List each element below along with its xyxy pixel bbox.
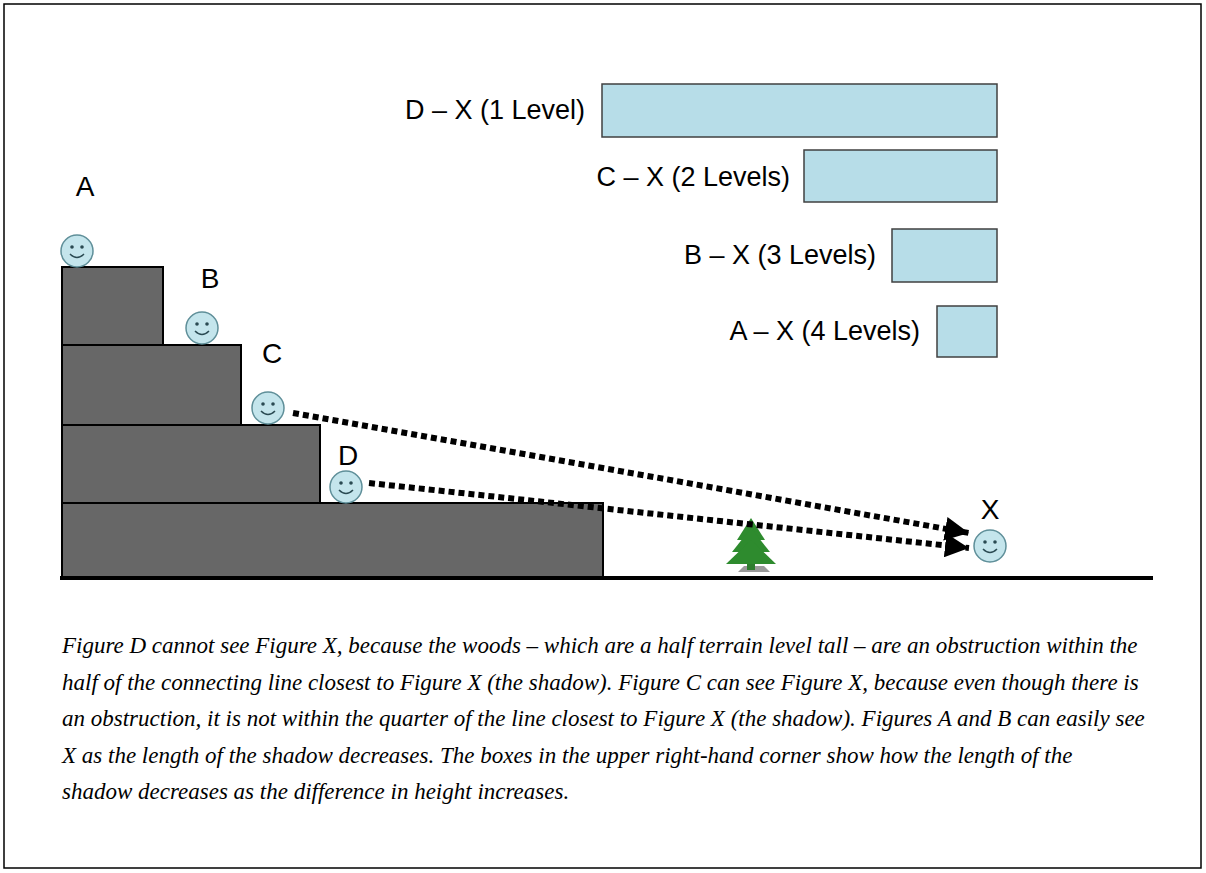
smiley-eye: [271, 402, 275, 406]
smiley-mouth: [261, 411, 275, 415]
level-label: A – X (4 Levels): [729, 315, 920, 347]
level-label: B – X (3 Levels): [684, 239, 876, 271]
terrain-level: [62, 267, 163, 345]
terrain-level: [62, 345, 241, 425]
figure-marker: D: [326, 440, 368, 504]
figure-letter: C: [252, 338, 292, 370]
shadow-bar: [804, 150, 997, 202]
smiley-face: [61, 235, 93, 267]
smiley-eye: [205, 322, 209, 326]
figure-letter: A: [65, 171, 105, 203]
terrain-level: [62, 425, 320, 503]
ground-line: [60, 576, 1153, 580]
smiley-eye: [983, 540, 987, 544]
smiley-mouth: [70, 254, 84, 258]
smiley-face: [974, 530, 1006, 562]
figure-letter: D: [328, 440, 368, 472]
shadow-bar: [602, 84, 997, 137]
frame-border: [4, 4, 1201, 868]
smiley-face: [186, 312, 218, 344]
figure-caption: Figure D cannot see Figure X, because th…: [62, 628, 1147, 811]
shadow-bar: [937, 306, 997, 357]
sight-line: [369, 483, 969, 548]
smiley-eye: [80, 245, 84, 249]
shadow-bar: [892, 229, 997, 282]
smiley-eye: [195, 322, 199, 326]
level-label: D – X (1 Level): [405, 94, 585, 126]
figure-letter: X: [970, 494, 1010, 526]
figure-letter: B: [190, 263, 230, 295]
smiley-eye: [70, 245, 74, 249]
smiley-face: [252, 392, 284, 424]
smiley-eye: [993, 540, 997, 544]
smiley-mouth: [195, 331, 209, 335]
tree-tier: [726, 540, 776, 564]
smiley-eye: [339, 481, 343, 485]
smiley-eye: [261, 402, 265, 406]
smiley-eye: [349, 481, 353, 485]
figure-marker: C: [248, 338, 292, 425]
smiley-face: [330, 471, 362, 503]
smiley-mouth: [983, 549, 997, 553]
figure-marker: X: [970, 494, 1010, 563]
terrain-level: [62, 503, 603, 578]
figure-marker: A: [57, 171, 105, 268]
sight-line: [293, 413, 969, 533]
figure-marker: B: [182, 263, 230, 345]
smiley-mouth: [339, 490, 353, 494]
level-label: C – X (2 Levels): [596, 161, 790, 193]
